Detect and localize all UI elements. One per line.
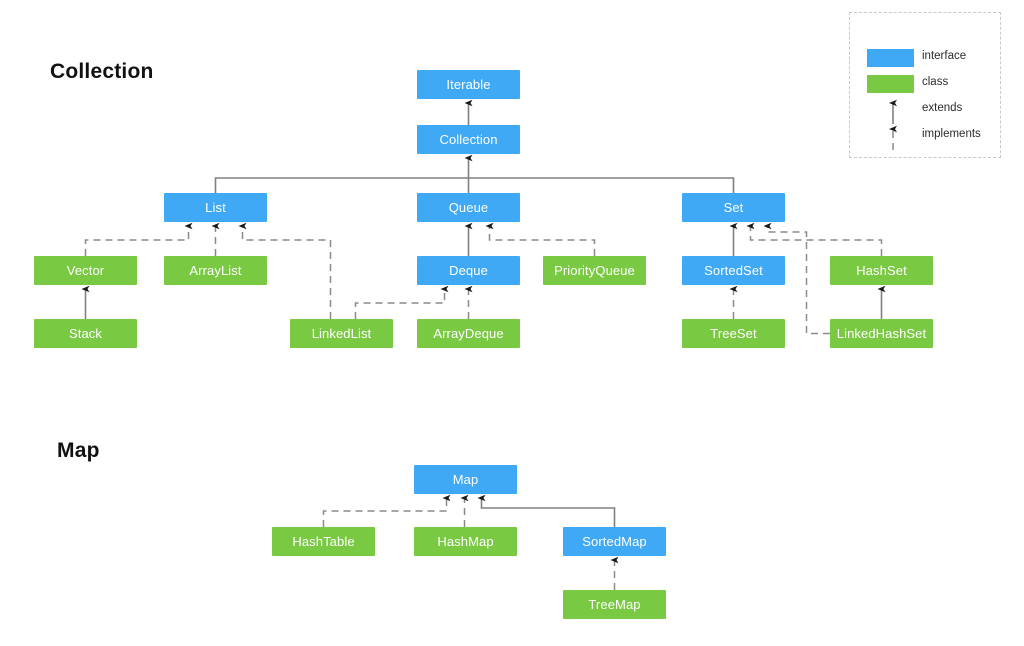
edge-set-extends-collection (468, 177, 735, 193)
legend-interface-label: interface (922, 50, 967, 62)
legend-interface-swatch (867, 49, 914, 67)
node-iterable[interactable]: Iterable (417, 70, 520, 99)
node-arraydeque[interactable]: ArrayDeque (417, 319, 520, 348)
node-treemap[interactable]: TreeMap (563, 590, 666, 619)
edge-linkedlist-implements-deque (354, 285, 449, 319)
legend-panel: interface class extends implements (849, 12, 1001, 158)
node-linkedhashset[interactable]: LinkedHashSet (830, 319, 933, 348)
node-sortedset[interactable]: SortedSet (682, 256, 785, 285)
legend-row-interface: interface (850, 47, 1002, 69)
node-hashset[interactable]: HashSet (830, 256, 933, 285)
edge-sortedmap-extends-map (477, 494, 616, 527)
node-hashtable[interactable]: HashTable (272, 527, 375, 556)
node-collection[interactable]: Collection (417, 125, 520, 154)
node-stack[interactable]: Stack (34, 319, 137, 348)
section-title-collection: Collection (50, 60, 154, 83)
edge-hashset-implements-set (746, 222, 883, 256)
legend-class-swatch (867, 75, 914, 93)
legend-row-extends: extends (850, 99, 1002, 124)
edge-list-extends-collection (214, 177, 469, 193)
extends-arrow-icon (888, 99, 897, 124)
node-sortedmap[interactable]: SortedMap (563, 527, 666, 556)
node-queue[interactable]: Queue (417, 193, 520, 222)
section-title-map: Map (57, 439, 100, 462)
legend-extends-label: extends (922, 102, 963, 114)
legend-row-class: class (850, 73, 1002, 95)
node-hashmap[interactable]: HashMap (414, 527, 517, 556)
edge-vector-implements-list (84, 222, 193, 256)
edge-priorityqueue-implements-queue (485, 222, 596, 256)
legend-class-label: class (922, 76, 949, 88)
node-linkedlist[interactable]: LinkedList (290, 319, 393, 348)
implements-arrow-icon (888, 125, 897, 150)
legend-row-implements: implements (850, 125, 1002, 150)
node-priorityqueue[interactable]: PriorityQueue (543, 256, 646, 285)
node-set[interactable]: Set (682, 193, 785, 222)
edge-hashtable-implements-map (322, 494, 451, 527)
node-vector[interactable]: Vector (34, 256, 137, 285)
node-list[interactable]: List (164, 193, 267, 222)
node-map[interactable]: Map (414, 465, 517, 494)
node-arraylist[interactable]: ArrayList (164, 256, 267, 285)
node-deque[interactable]: Deque (417, 256, 520, 285)
node-treeset[interactable]: TreeSet (682, 319, 785, 348)
legend-implements-label: implements (922, 128, 981, 140)
